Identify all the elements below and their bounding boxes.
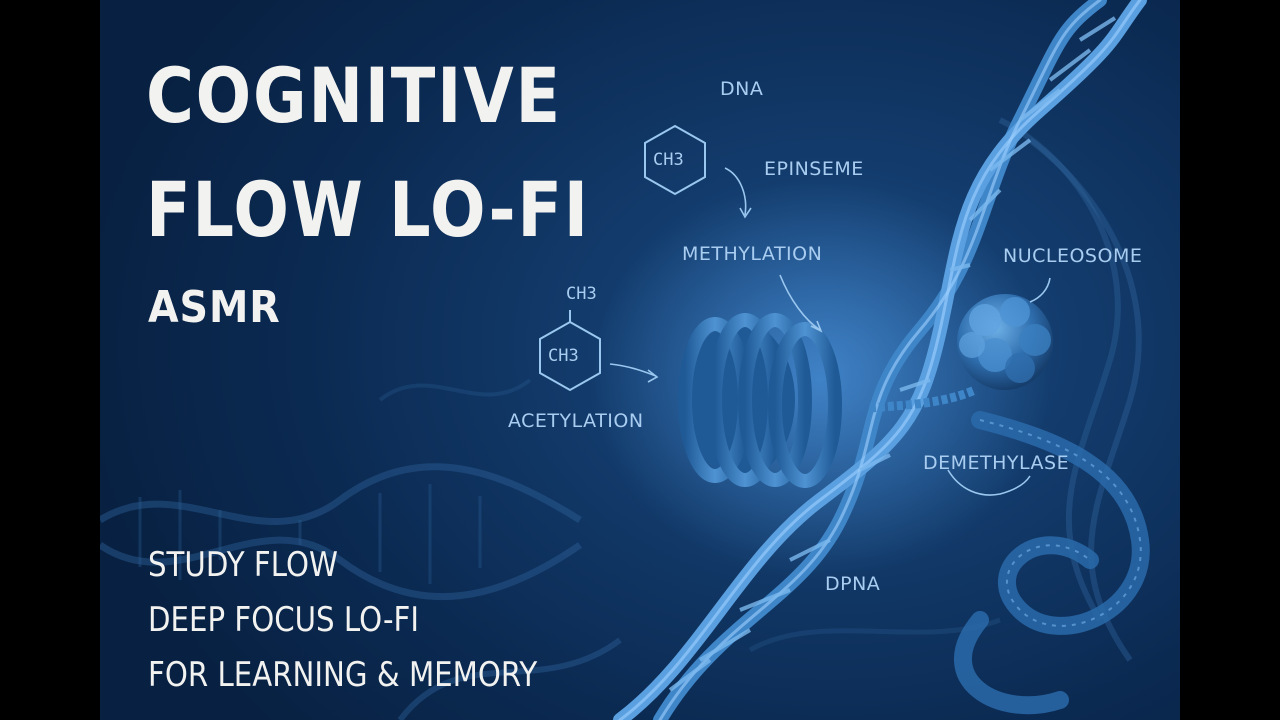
label-dna-top: DNA bbox=[720, 78, 764, 100]
label-nucleosome: NUCLEOSOME bbox=[1003, 245, 1143, 267]
chromatin-fiber-texture bbox=[979, 419, 1142, 627]
tagline-3: FOR LEARNING & MEMORY bbox=[148, 655, 538, 695]
tagline-2: DEEP FOCUS LO-FI bbox=[148, 600, 419, 640]
main-dna-rungs bbox=[668, 16, 1117, 692]
chem-ch3-left-hex: CH3 bbox=[548, 346, 579, 366]
ch3-hexagon-left bbox=[539, 310, 601, 392]
label-methylation: METHYLATION bbox=[682, 243, 823, 265]
tagline-1: STUDY FLOW bbox=[148, 545, 338, 585]
ch3-hexagon-top bbox=[644, 124, 706, 196]
histone-coil bbox=[678, 313, 842, 488]
background-dna-strands bbox=[100, 117, 1142, 720]
annotation-arrows bbox=[609, 167, 1051, 496]
label-demethylase: DEMETHYLASE bbox=[923, 452, 1070, 474]
background-dna-rungs bbox=[138, 484, 482, 584]
title-line-2: FLOW LO-FI bbox=[146, 165, 590, 254]
epigenetics-illustration bbox=[100, 0, 1150, 720]
chem-ch3-free: CH3 bbox=[566, 284, 597, 304]
thumbnail-frame: COGNITIVE FLOW LO-FI ASMR STUDY FLOW DEE… bbox=[100, 0, 1180, 720]
label-epinseme: EPINSEME bbox=[764, 158, 864, 180]
chem-ch3-top-hex: CH3 bbox=[653, 150, 684, 170]
nucleosome bbox=[869, 294, 1053, 413]
title-line-1: COGNITIVE bbox=[146, 51, 562, 140]
label-dna-bottom: DPNA bbox=[825, 573, 881, 595]
subtitle: ASMR bbox=[148, 282, 281, 333]
label-acetylation: ACETYLATION bbox=[508, 410, 644, 432]
